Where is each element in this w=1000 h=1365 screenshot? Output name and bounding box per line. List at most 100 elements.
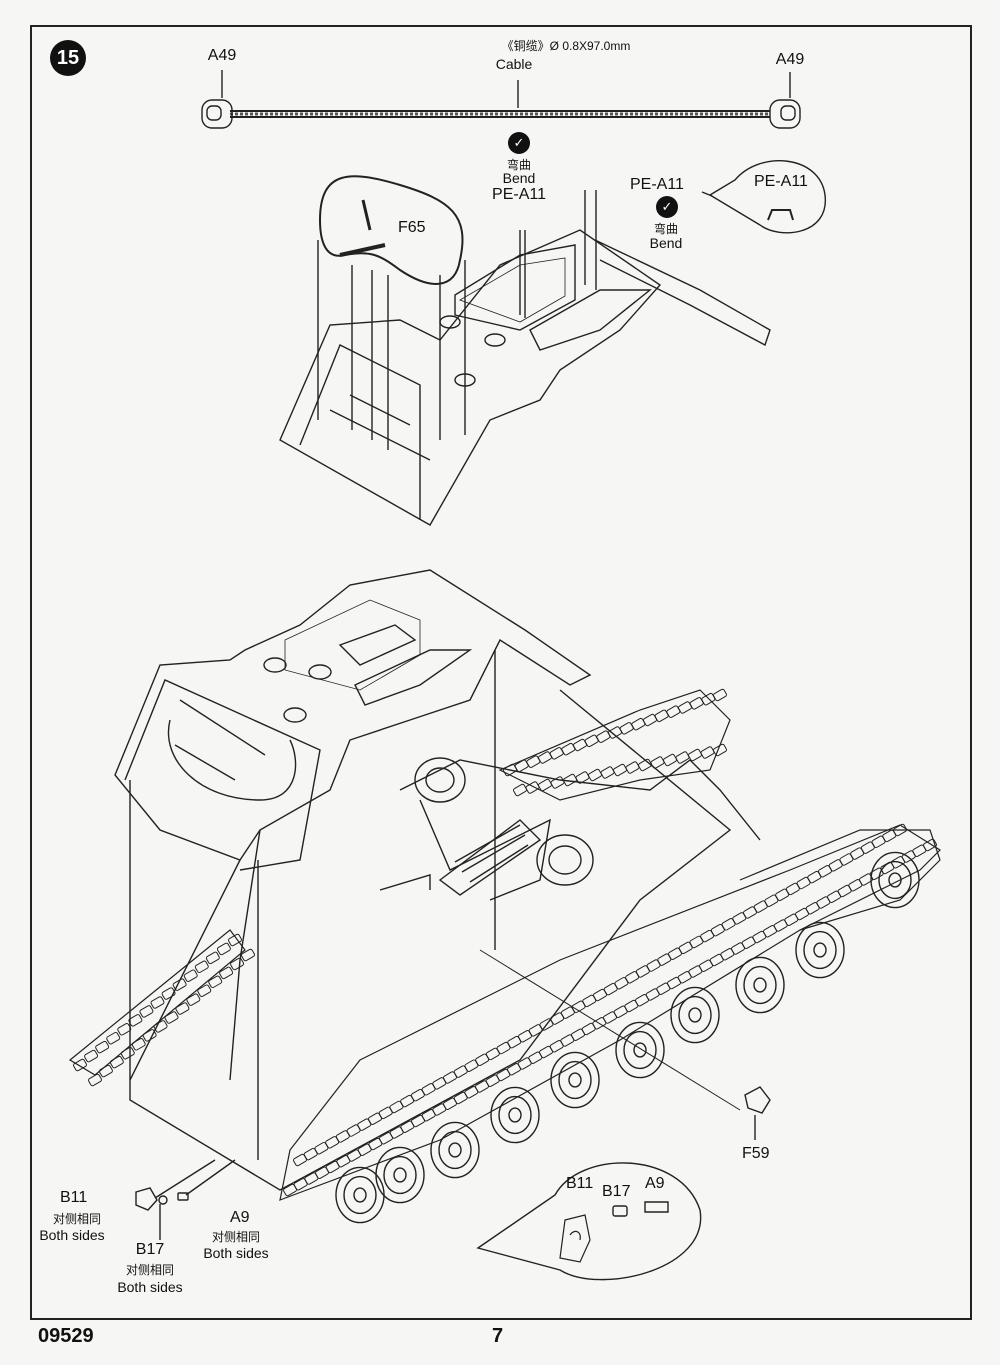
track-link [603,1011,617,1024]
pe-a11-callout [701,160,826,234]
road-wheel [870,851,920,909]
track-link [848,879,863,892]
track-link [600,766,615,779]
road-wheel [743,965,777,1005]
track-link [73,1058,87,1072]
track-link [613,1005,628,1018]
track-link [183,969,198,982]
road-wheel [383,1155,417,1195]
a9-label: A9 [230,1209,250,1226]
bend-right-cn: 弯曲 [653,222,679,236]
track-link [731,942,745,955]
track-link [773,919,788,932]
b17-note-en: Both sides [117,1279,183,1295]
road-wheel [888,872,902,888]
bend-left-cn: 弯曲 [506,158,532,172]
track-link [379,1132,393,1145]
track-link [752,930,767,944]
track-link [635,994,649,1007]
track-link [563,773,577,787]
pe-a11-right-label: PE-A11 [630,176,684,193]
detail-b11-label: B11 [566,1175,594,1192]
bend-right-en: Bend [649,235,683,251]
road-wheel [508,1107,522,1123]
track-link [699,959,713,972]
track-link [827,890,841,903]
track-link [517,1057,532,1070]
page-frame [30,25,972,1320]
cable-left-part-label: A49 [207,47,237,64]
track-link [205,951,220,965]
track-link [513,783,527,797]
track-link [638,758,652,772]
track-link [432,1103,447,1116]
track-link [336,1155,351,1168]
track-link [912,844,927,857]
road-wheel [753,977,767,993]
track-link [650,756,665,769]
road-wheel [688,1007,702,1023]
road-wheel [633,1042,647,1058]
f59-label: F59 [742,1145,770,1162]
road-wheel [375,1146,425,1204]
road-wheels [335,851,920,1224]
road-wheel [393,1167,407,1183]
track-link [172,978,187,991]
road-wheel [568,1072,582,1088]
track-link [784,913,799,926]
detail-a9-label: A9 [645,1175,665,1192]
track-link [741,936,756,949]
road-wheel [430,1121,480,1179]
track-link [443,1097,457,1110]
track-link [560,1034,575,1047]
product-code: 09529 [38,1325,94,1347]
detail-callout [476,1162,702,1281]
track-link [84,1049,99,1063]
road-wheel [490,1086,540,1144]
road-wheel [353,1187,367,1203]
track-link [549,1040,564,1053]
track-link [347,1149,361,1162]
track-link [624,999,639,1013]
bend-arrow-icon: ✓ [508,132,530,154]
road-wheel [558,1060,592,1100]
track-link [106,1031,121,1045]
track-link [667,976,681,990]
track-link [120,1046,135,1060]
track-link [475,1080,489,1093]
track-link [315,1166,329,1179]
track-link [645,988,660,1001]
road-wheel [335,1166,385,1224]
track-link [230,957,245,971]
track-link [713,688,727,702]
track-link [496,1068,511,1082]
track-link [194,960,209,974]
b11-note-en: Both sides [39,1227,105,1243]
f65-label: F65 [398,219,426,236]
track-link [677,971,692,984]
track-link [485,1074,500,1087]
track-link [805,902,820,915]
road-wheel [615,1021,665,1079]
track-link [293,1178,308,1191]
road-wheel [550,1051,600,1109]
b11-label: B11 [60,1189,88,1206]
road-wheel [438,1130,472,1170]
road-wheel [813,942,827,958]
track-link [464,1086,479,1099]
track-link [109,1055,124,1069]
track-link [625,761,640,774]
track-link [688,748,702,762]
track-link [571,1028,585,1041]
bend-arrow-icon: ✓ [656,196,678,218]
track-links [73,688,937,1197]
road-wheel [670,986,720,1044]
track-link [357,1143,372,1156]
a9-note-en: Both sides [203,1245,269,1261]
track-link [175,1002,190,1015]
track-link [216,942,231,956]
track-link [304,1172,319,1185]
track-link [197,984,212,997]
track-link [720,948,735,961]
road-wheel [343,1175,377,1215]
